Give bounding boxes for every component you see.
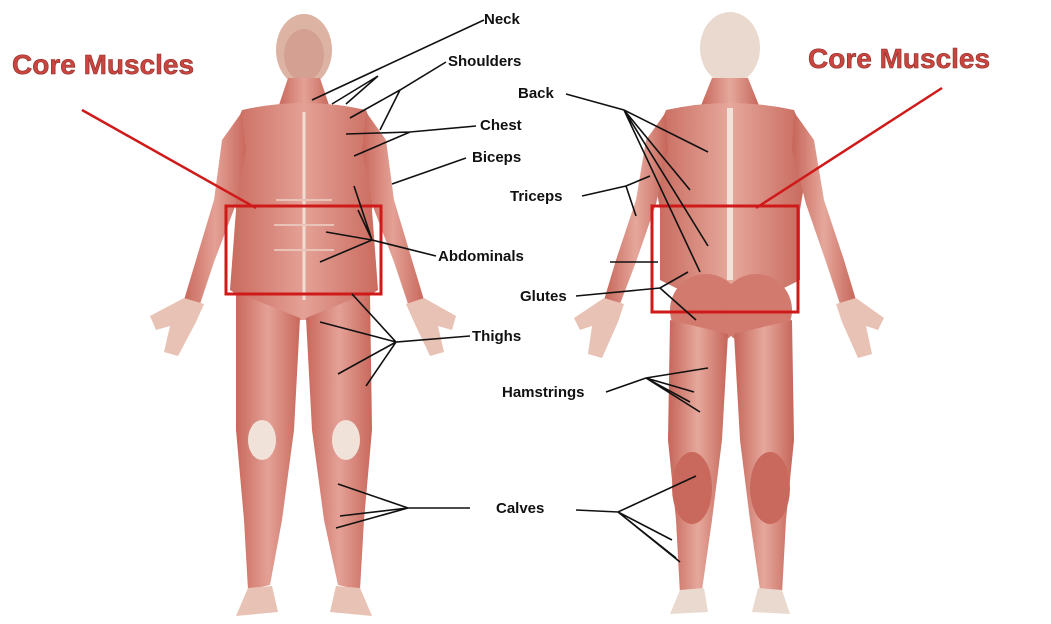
- front-right-knee: [332, 420, 360, 460]
- front-figure: [150, 14, 456, 616]
- back-right-hand: [836, 298, 884, 358]
- back-left-arm: [604, 112, 668, 304]
- back-left-calf: [672, 452, 712, 524]
- label-triceps: Triceps: [510, 188, 563, 205]
- label-glutes: Glutes: [520, 288, 567, 305]
- back-right-foot: [752, 588, 790, 614]
- front-left-knee: [248, 420, 276, 460]
- front-right-hand: [406, 298, 456, 356]
- front-left-hand: [150, 298, 204, 356]
- core-label-right: Core Muscles: [808, 43, 990, 74]
- label-abdominals: Abdominals: [438, 248, 524, 265]
- front-head-shade: [284, 29, 324, 81]
- label-calves: Calves: [496, 500, 544, 517]
- back-left-foot: [670, 588, 708, 614]
- label-chest: Chest: [480, 117, 522, 134]
- back-right-arm: [792, 112, 856, 304]
- label-neck: Neck: [484, 11, 521, 28]
- label-thighs: Thighs: [472, 328, 521, 345]
- label-hamstrings: Hamstrings: [502, 384, 585, 401]
- front-left-foot: [236, 586, 278, 616]
- back-head: [700, 12, 760, 84]
- back-left-hand: [574, 298, 624, 358]
- core-label-left: Core Muscles: [12, 49, 194, 80]
- label-back: Back: [518, 85, 555, 102]
- back-right-calf: [750, 452, 790, 524]
- front-right-foot: [330, 586, 372, 616]
- label-shoulders: Shoulders: [448, 53, 521, 70]
- label-biceps: Biceps: [472, 149, 521, 166]
